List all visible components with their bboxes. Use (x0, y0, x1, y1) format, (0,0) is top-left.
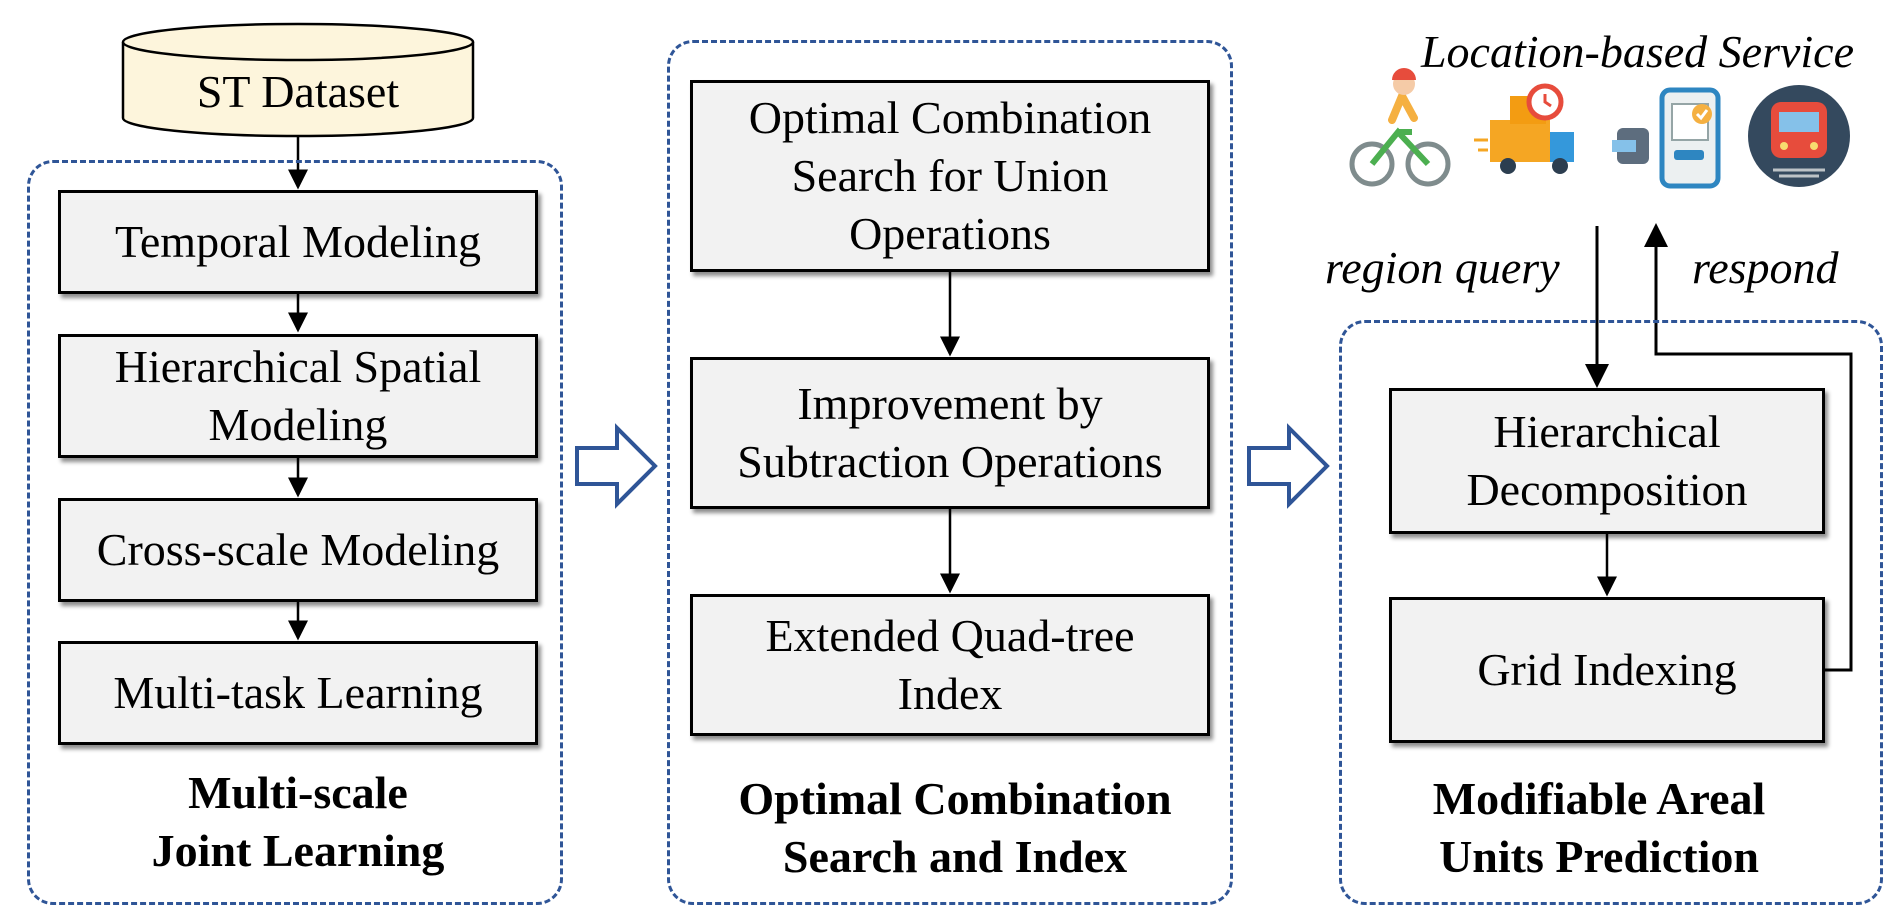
delivery-truck-icon (1474, 83, 1574, 174)
box-temporal-modeling: Temporal Modeling (58, 190, 538, 294)
ride-hailing-phone-icon (1612, 87, 1721, 189)
caption-multi-scale-joint-learning: Multi-scale Joint Learning (58, 764, 538, 880)
caption-maup-prediction: Modifiable Areal Units Prediction (1389, 770, 1809, 886)
service-title: Location-based Service (1420, 26, 1854, 77)
box-optimal-combination-search-union: Optimal Combination Search for Union Ope… (690, 80, 1210, 272)
box-hierarchical-decomposition: Hierarchical Decomposition (1389, 388, 1825, 534)
caption-line-2: Search and Index (782, 831, 1128, 882)
caption-line-1: Modifiable Areal (1432, 773, 1766, 824)
arrow-respond (1644, 223, 1853, 672)
caption-line-2: Units Prediction (1439, 831, 1759, 882)
caption-line-1: Optimal Combination (738, 773, 1172, 824)
region-query-label: region query (1325, 242, 1560, 293)
box-grid-indexing: Grid Indexing (1389, 597, 1825, 743)
caption-line-1: Multi-scale (188, 767, 408, 818)
group-maup-prediction (1339, 320, 1883, 905)
box-extended-quad-tree-index: Extended Quad-tree Index (690, 594, 1210, 736)
respond-label: respond (1692, 242, 1839, 293)
hollow-arrow-1 (575, 423, 658, 509)
box-multi-task-learning: Multi-task Learning (58, 641, 538, 745)
cyclist-icon (1349, 68, 1451, 187)
group-multi-scale-joint-learning (27, 160, 563, 905)
box-improvement-subtraction: Improvement by Subtraction Operations (690, 357, 1210, 509)
group-optimal-combination-search (667, 40, 1233, 905)
caption-optimal-combination-search-index: Optimal Combination Search and Index (690, 770, 1220, 886)
dataset-cylinder (121, 22, 475, 138)
dataset-label: ST Dataset (196, 66, 400, 117)
box-hierarchical-spatial-modeling: Hierarchical Spatial Modeling (58, 334, 538, 458)
caption-line-2: Joint Learning (151, 825, 445, 876)
hollow-arrow-2 (1247, 423, 1330, 509)
box-cross-scale-modeling: Cross-scale Modeling (58, 498, 538, 602)
train-icon (1748, 85, 1850, 187)
